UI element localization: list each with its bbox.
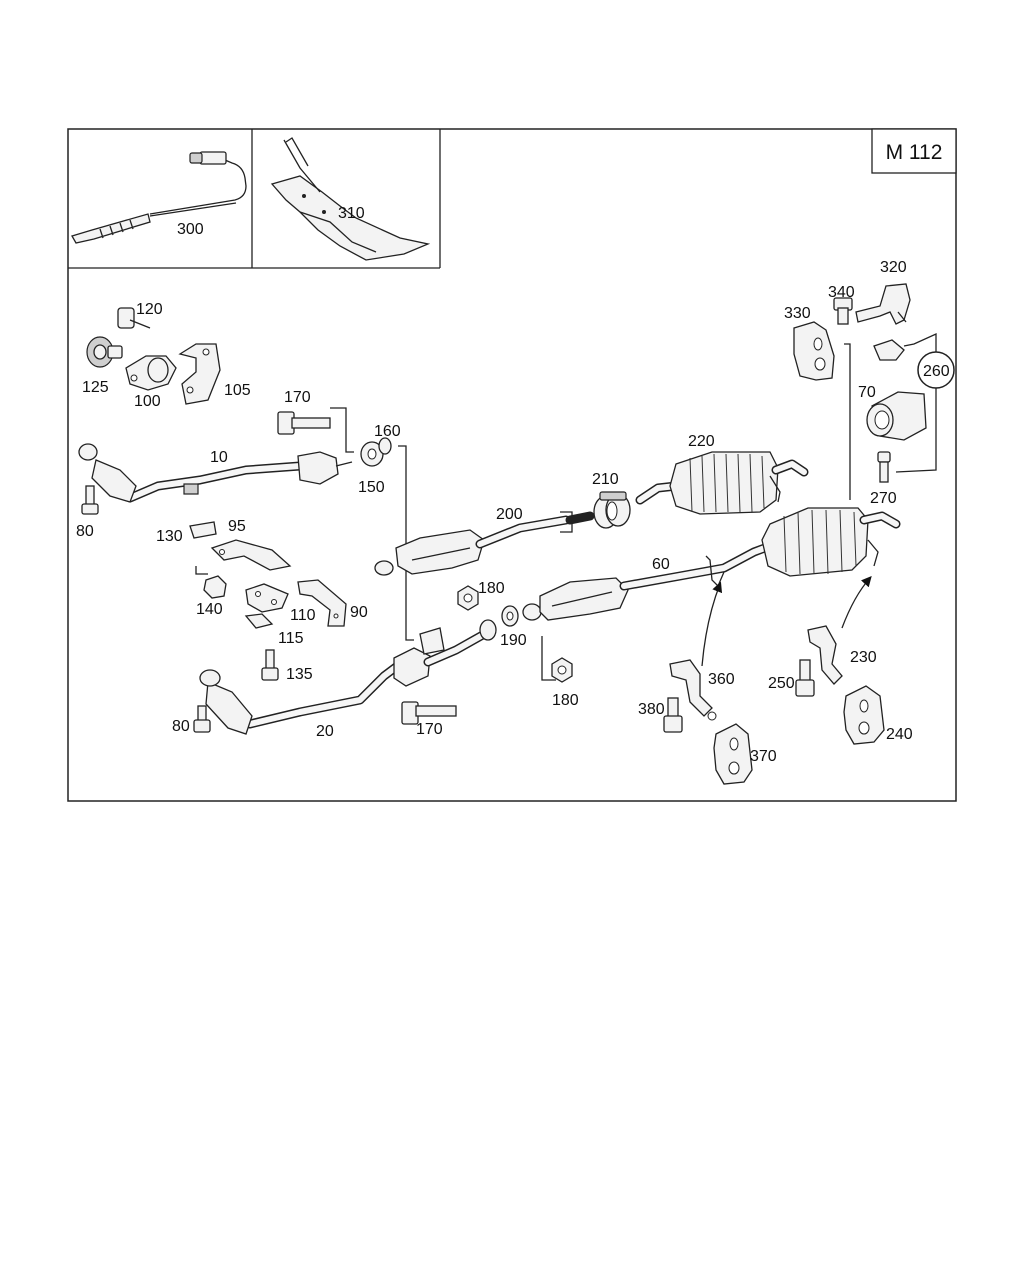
rubber-hanger-370 (713, 723, 753, 785)
clip-130 (189, 521, 217, 539)
rubber-hanger-330 (793, 321, 851, 500)
bracket-230 (807, 625, 843, 685)
callout-60: 60 (652, 556, 670, 573)
rear-muffler-lower (761, 507, 901, 577)
callout-300: 300 (177, 221, 204, 238)
intermediate-pipe-60 (522, 541, 775, 621)
callout-200: 200 (496, 506, 523, 523)
bracket-320 (855, 283, 911, 325)
callout-210: 210 (592, 471, 619, 488)
callout-230: 230 (850, 649, 877, 666)
bracket-360 (669, 659, 717, 721)
bracket-110 (245, 583, 289, 613)
nut-180-upper (457, 585, 479, 611)
seal-ring-190 (501, 605, 556, 681)
callout-115: 115 (278, 630, 304, 647)
rear-muffler-220 (635, 451, 809, 515)
callout-80-upper: 80 (76, 523, 94, 540)
callout-190: 190 (500, 632, 527, 649)
callout-95: 95 (228, 518, 246, 535)
front-pipe-10 (78, 443, 353, 503)
clip-260 (873, 332, 937, 473)
front-pipe-20 (199, 619, 497, 735)
callout-330: 330 (784, 305, 811, 322)
diagram-frame (67, 128, 957, 802)
callout-90: 90 (350, 604, 368, 621)
callout-270: 270 (870, 490, 897, 507)
oxygen-sensor-part (71, 151, 247, 244)
model-code: M 112 (886, 141, 943, 164)
callout-170-lower: 170 (416, 721, 443, 738)
tail-pipe-70 (866, 391, 927, 441)
callout-180-upper: 180 (478, 580, 505, 597)
nut-140 (203, 575, 227, 599)
clip-115 (244, 613, 274, 629)
callout-360: 360 (708, 671, 735, 688)
callout-160: 160 (374, 423, 401, 440)
bracket-95 (195, 539, 292, 575)
callout-180-lower: 180 (552, 692, 579, 709)
callout-220: 220 (688, 433, 715, 450)
callout-20: 20 (316, 723, 334, 740)
heat-shield-part (270, 137, 431, 261)
callout-380: 380 (638, 701, 665, 718)
callout-370: 370 (750, 748, 777, 765)
hanger-arrow-left (701, 581, 723, 667)
callout-labels: 300 310 120 125 100 105 170 160 150 10 8… (76, 205, 950, 765)
bolt-380 (663, 697, 683, 733)
clamp-210 (593, 491, 631, 529)
callout-260: 260 (923, 363, 950, 380)
bracket-100 (125, 355, 177, 391)
callout-130: 130 (156, 528, 183, 545)
callout-70: 70 (858, 384, 876, 401)
callout-120: 120 (136, 301, 163, 318)
callout-150: 150 (358, 479, 385, 496)
bolt-80-upper (81, 485, 99, 515)
screw-270 (877, 451, 891, 483)
bolt-135 (261, 649, 279, 681)
bracket-90 (297, 579, 347, 627)
rubber-mount-125 (86, 336, 123, 368)
callout-240: 240 (886, 726, 913, 743)
callout-135: 135 (286, 666, 313, 683)
nut-180-lower (551, 657, 573, 683)
callout-140: 140 (196, 601, 223, 618)
callout-310: 310 (338, 205, 365, 222)
callout-80-lower: 80 (172, 718, 190, 735)
callout-125: 125 (82, 379, 109, 396)
callout-10: 10 (210, 449, 228, 466)
intermediate-pipe-200 (374, 511, 595, 576)
callout-320: 320 (880, 259, 907, 276)
callout-340: 340 (828, 284, 855, 301)
callout-110: 110 (290, 607, 316, 624)
bolt-250 (795, 659, 815, 697)
hanger-arrow-right (841, 576, 872, 629)
bolt-340 (833, 297, 853, 325)
callout-100: 100 (134, 393, 161, 410)
bracket-105 (178, 343, 221, 405)
bolt-120 (117, 307, 151, 329)
callout-170-upper: 170 (284, 389, 311, 406)
callout-250: 250 (768, 675, 795, 692)
bolt-80-lower (193, 705, 211, 733)
callout-circle-260 (917, 351, 955, 389)
model-code-box: M 112 (871, 128, 957, 174)
rubber-hanger-240 (843, 685, 885, 745)
bolt-170-lower (401, 701, 457, 725)
bolt-170-upper (277, 407, 414, 641)
callout-105: 105 (224, 382, 251, 399)
